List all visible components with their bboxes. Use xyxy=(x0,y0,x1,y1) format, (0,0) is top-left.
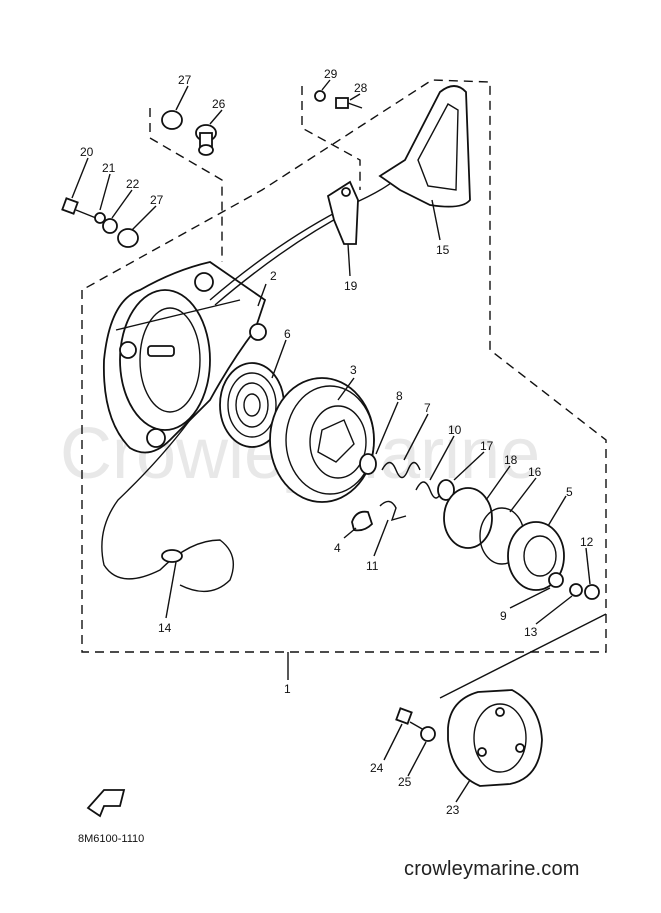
label-part-17: 17 xyxy=(480,439,494,453)
washer-21 xyxy=(94,212,106,224)
label-part-9: 9 xyxy=(500,609,507,623)
label-part-23: 23 xyxy=(446,803,460,817)
bolt-20 xyxy=(61,197,97,219)
washer-8 xyxy=(359,453,377,475)
label-part-27-side: 27 xyxy=(150,193,164,207)
washer-9 xyxy=(548,572,564,588)
label-part-12: 12 xyxy=(580,535,594,549)
bolt-28 xyxy=(335,97,363,109)
label-part-8: 8 xyxy=(396,389,403,403)
label-part-25: 25 xyxy=(398,775,412,789)
label-part-20: 20 xyxy=(80,145,94,159)
starter-pulley-23 xyxy=(447,689,543,787)
forward-arrow-icon xyxy=(86,789,126,818)
label-part-24: 24 xyxy=(370,761,384,775)
collar-26 xyxy=(195,124,217,156)
label-part-27-top: 27 xyxy=(178,73,192,87)
starter-case xyxy=(103,261,267,454)
bolt-24 xyxy=(395,707,425,731)
label-part-2: 2 xyxy=(270,269,277,283)
website-footer: crowleymarine.com xyxy=(404,858,580,880)
label-part-26: 26 xyxy=(212,97,226,111)
label-part-7: 7 xyxy=(424,401,431,415)
label-part-28: 28 xyxy=(354,81,368,95)
label-part-14: 14 xyxy=(158,621,172,635)
pawl-spring-11 xyxy=(379,500,407,522)
drawing-code: 8M6100-1110 xyxy=(78,833,144,845)
label-part-16: 16 xyxy=(528,465,542,479)
group-boundary-28-29 xyxy=(301,86,361,190)
label-part-5: 5 xyxy=(566,485,573,499)
label-part-4: 4 xyxy=(334,541,341,555)
starter-rope xyxy=(101,179,396,593)
label-part-6: 6 xyxy=(284,327,291,341)
label-part-15: 15 xyxy=(436,243,450,257)
label-part-10: 10 xyxy=(448,423,462,437)
label-part-22: 22 xyxy=(126,177,140,191)
label-part-3: 3 xyxy=(350,363,357,377)
rope-guide xyxy=(326,180,359,245)
starter-handle xyxy=(378,85,471,208)
label-part-13: 13 xyxy=(524,625,538,639)
pawl-4 xyxy=(351,510,374,532)
nut-27-top xyxy=(161,110,183,130)
label-part-19: 19 xyxy=(344,279,358,293)
label-part-18: 18 xyxy=(504,453,518,467)
group-boundary-26-27 xyxy=(149,108,223,262)
label-part-29: 29 xyxy=(324,67,338,81)
spring-7 xyxy=(381,461,421,479)
sheave-drum xyxy=(269,377,375,503)
label-part-11: 11 xyxy=(366,559,379,573)
nut-29 xyxy=(314,90,326,102)
nut-27-side xyxy=(117,228,139,248)
nut-12 xyxy=(584,584,600,600)
leader-lines xyxy=(71,79,591,803)
washer-13 xyxy=(569,583,583,597)
washer-22 xyxy=(102,218,118,234)
drive-plate-5 xyxy=(507,521,565,591)
washer-25 xyxy=(420,726,436,742)
collar-17 xyxy=(437,479,455,501)
leader-23-group xyxy=(439,613,607,699)
label-part-21: 21 xyxy=(102,161,116,175)
spring-10 xyxy=(415,481,443,499)
label-part-1: 1 xyxy=(284,682,291,696)
